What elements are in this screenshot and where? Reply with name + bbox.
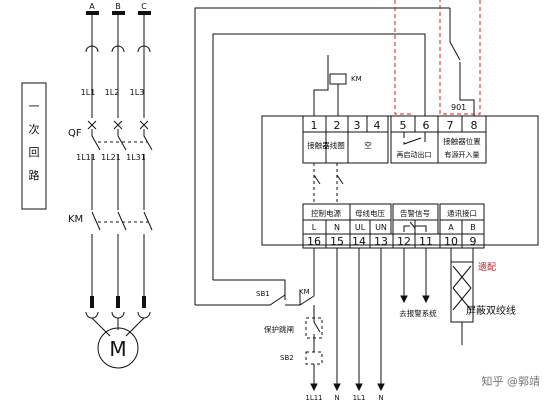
bottom-label-n2: N [378,394,383,402]
label-empty: 空 [364,140,372,150]
terminal-bottom-15: 15 [330,235,344,248]
terminal-top-7: 7 [447,119,454,132]
km-contact-label: KM [299,288,310,296]
group-power: 控制电源 [311,208,341,218]
bottom-label-1l1: 1L1 [353,394,366,402]
primary-circuit-char-4: 路 [29,169,40,182]
label-coil: 接触器线圈 [307,140,345,150]
sub-label-l: L [312,223,317,232]
primary-circuit: A B C [68,2,153,369]
phase-label-c: C [141,2,147,11]
group-alarm: 告警信号 [400,208,430,218]
phase-label-a: A [89,2,95,11]
label-901: 901 [451,103,466,112]
motor-label: M [109,337,126,361]
primary-circuit-char-2: 次 [29,122,40,136]
qf-label-1: 1L11 [76,153,96,162]
bottom-label-n1: N [334,394,339,402]
primary-circuit-char-1: 一 [29,100,40,113]
terminal-top-2: 2 [334,119,341,132]
terminal-top-1: 1 [311,119,318,132]
fuse-label-1: 1L1 [81,88,96,97]
label-position: 接触器位置 [443,136,481,146]
label-position-sub: 有源开入量 [445,150,480,159]
protect-label: 保护跳闸 [264,324,294,334]
terminal-top-3: 3 [354,119,361,132]
sub-label-un: UN [375,223,387,232]
bottom-label-1l11: 1L11 [305,394,322,402]
stamp: 遗配 [478,261,496,273]
terminal-bottom-14: 14 [352,235,366,248]
qf-label: QF [68,128,82,139]
motor-symbol [97,327,139,369]
shield-label: 屏蔽双绞线 [466,304,516,317]
terminal-bottom-9: 9 [470,235,477,248]
fuse-label-3: 1L3 [130,88,145,97]
terminal-bottom-12: 12 [397,235,411,248]
alarm-system-label: 去报警系统 [399,308,437,318]
terminal-top-4: 4 [374,119,381,132]
qf-label-2: 1L21 [101,153,121,162]
control-wiring: KM 901 SB1 KM 保护跳闸 SB2 [194,0,516,402]
qf-label-3: 1L31 [126,153,146,162]
terminal-top-6: 6 [423,119,430,132]
group-comm: 通讯接口 [447,208,477,218]
sub-label-b: B [470,223,476,232]
primary-circuit-label: 一 次 回 路 [21,82,47,210]
sub-label-ul: UL [355,223,366,232]
sub-label-a: A [448,223,454,232]
terminal-top-5: 5 [400,119,407,132]
sb1-label: SB1 [256,290,270,298]
group-bus: 母线电压 [355,208,385,218]
label-restart: 再启动出口 [397,150,432,159]
sb2-label: SB2 [280,354,294,362]
controller: 1 2 3 4 5 6 7 8 接触器线圈 空 再启动出口 接触器位置 有源开入… [261,115,539,249]
watermark: 知乎 @郭靖 [482,374,541,388]
fuse-label-2: 1L2 [105,88,120,97]
phase-label-b: B [115,2,121,11]
terminal-bottom-11: 11 [419,235,433,248]
km-label: KM [68,214,83,225]
primary-circuit-char-3: 回 [29,146,40,159]
terminal-bottom-10: 10 [444,235,458,248]
km-coil [329,73,347,85]
terminal-bottom-13: 13 [374,235,388,248]
controller-box [261,115,539,246]
km-coil-label: KM [351,75,362,83]
terminal-bottom-16: 16 [307,235,321,248]
sub-label-n: N [334,223,340,232]
terminal-top-8: 8 [471,119,478,132]
